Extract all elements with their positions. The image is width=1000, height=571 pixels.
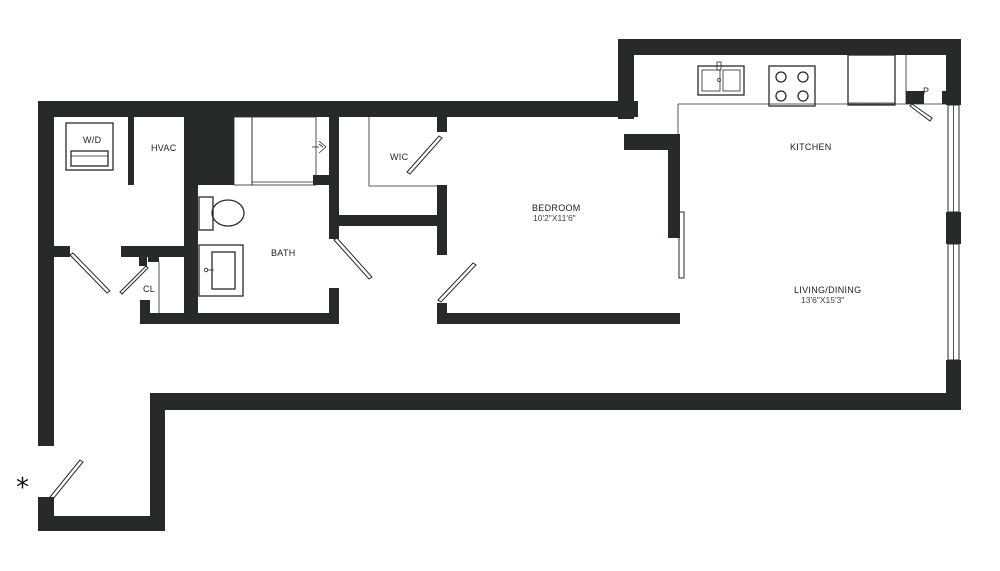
room-outlines bbox=[158, 55, 946, 313]
windows bbox=[947, 104, 960, 361]
label-bedroom: BEDROOM bbox=[532, 203, 581, 213]
label-living-dining: LIVING/DINING bbox=[794, 285, 861, 295]
washer-dryer-icon bbox=[65, 122, 114, 171]
toilet-icon bbox=[198, 196, 245, 231]
label-closet: CL bbox=[143, 284, 155, 294]
label-hvac: HVAC bbox=[151, 143, 177, 153]
entry-asterisk-icon: * bbox=[16, 473, 29, 503]
interior-walls bbox=[54, 91, 961, 324]
shower-head-icon bbox=[312, 140, 327, 154]
doors bbox=[49, 103, 933, 500]
kitchen-sink-icon bbox=[697, 61, 745, 96]
stove-icon bbox=[768, 65, 816, 107]
label-wic: WIC bbox=[390, 152, 409, 162]
label-bath: BATH bbox=[271, 248, 296, 258]
label-pantry: P bbox=[923, 86, 929, 96]
refrigerator-icon bbox=[847, 54, 896, 106]
room-labels: W/D HVAC WIC KITCHEN BEDROOM 10'2"X11'6"… bbox=[83, 86, 929, 305]
label-living-dimensions: 13'6"X15'3" bbox=[801, 295, 844, 305]
bath-sink-icon bbox=[198, 244, 244, 297]
label-kitchen: KITCHEN bbox=[790, 142, 832, 152]
label-wd: W/D bbox=[83, 135, 102, 145]
label-bedroom-dimensions: 10'2"X11'6" bbox=[533, 213, 576, 223]
